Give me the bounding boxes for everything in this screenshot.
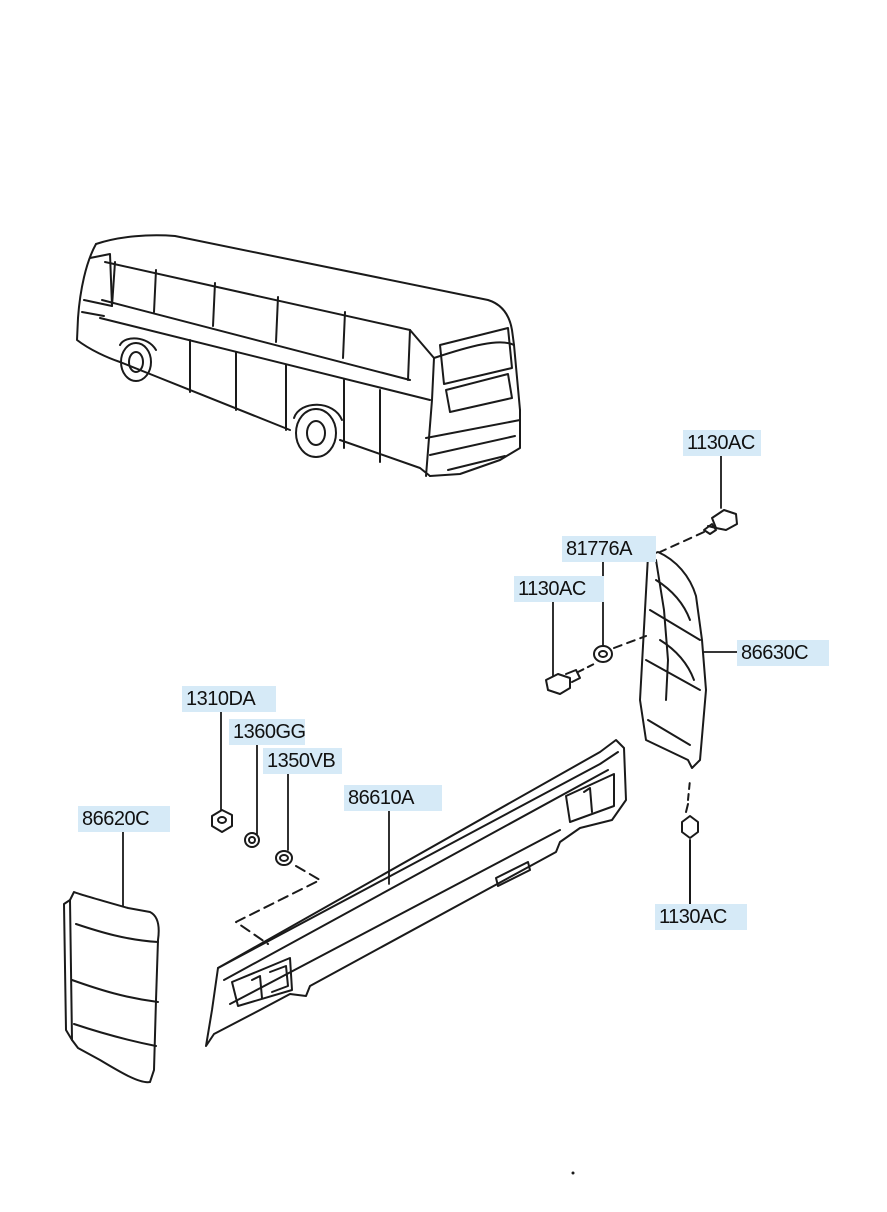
- fasteners-left: [211, 809, 321, 945]
- stray-dot: [571, 1171, 575, 1175]
- part-label-left-corner-piece: 86620C: [78, 806, 170, 832]
- part-label-rear-bumper: 86610A: [344, 785, 442, 811]
- rear-bumper-drawing: [205, 739, 627, 1047]
- part-label-bolt-mid: 1130AC: [514, 576, 604, 602]
- part-label-washer: 81776A: [562, 536, 656, 562]
- leader-lines: [122, 455, 738, 907]
- right-corner-piece-drawing: [639, 551, 707, 769]
- part-label-nut: 1310DA: [182, 686, 276, 712]
- part-label-right-corner-piece: 86630C: [737, 640, 829, 666]
- left-corner-piece-drawing: [63, 891, 160, 1084]
- part-label-lock-washer: 1360GG: [229, 719, 306, 745]
- part-label-bolt-top: 1130AC: [683, 430, 761, 456]
- part-label-bolt-bottom: 1130AC: [655, 904, 747, 930]
- part-label-flat-washer: 1350VB: [263, 748, 342, 774]
- bus-illustration: [76, 234, 521, 477]
